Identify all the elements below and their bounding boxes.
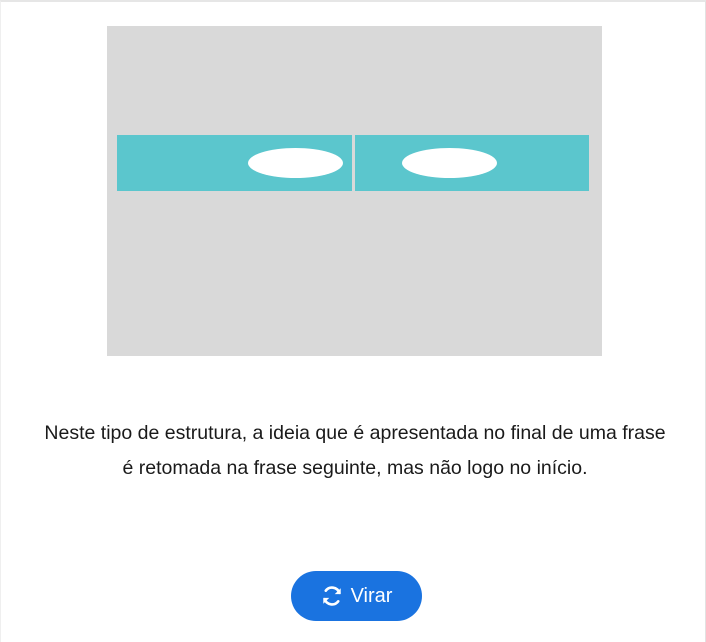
flip-button-label: Virar bbox=[350, 584, 393, 607]
refresh-icon bbox=[321, 585, 343, 607]
illustration-right-oval bbox=[402, 148, 497, 178]
illustration bbox=[107, 26, 602, 356]
illustration-left-block bbox=[117, 135, 352, 191]
illustration-right-block bbox=[355, 135, 589, 191]
card-caption: Neste tipo de estrutura, a ideia que é a… bbox=[44, 422, 666, 479]
flip-button[interactable]: Virar bbox=[291, 571, 422, 621]
illustration-left-oval bbox=[248, 148, 343, 178]
